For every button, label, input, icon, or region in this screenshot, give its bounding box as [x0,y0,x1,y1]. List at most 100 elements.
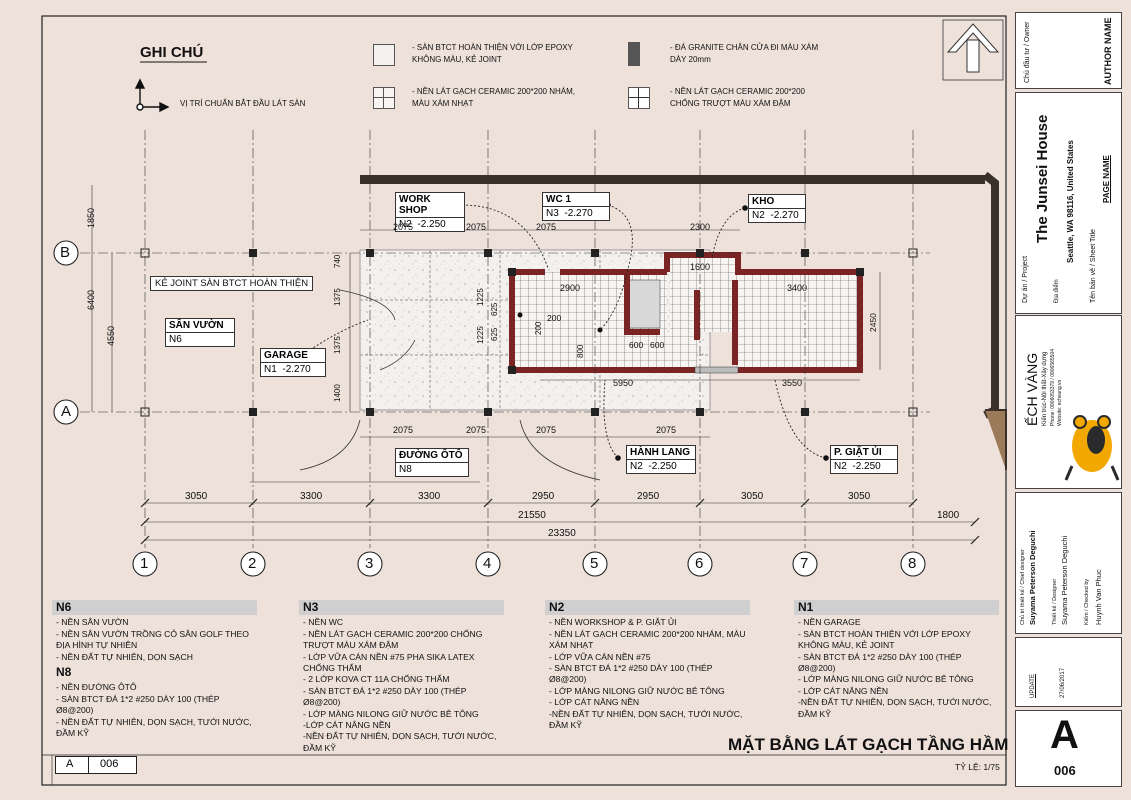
checked-by: Huynh Van Phuc [1094,569,1103,625]
dim-left-3: 4550 [106,325,116,346]
page-name: PAGE NAME [1102,155,1111,203]
legend-granite-swatch [628,42,640,66]
grid-label-2: 2 [248,555,257,572]
dim-bottom-inner-2: 2075 [466,425,487,435]
dim-left-7: 1400 [333,384,342,402]
leader-lines [309,204,827,459]
note-n6-item: - NỀN SÂN VƯỜN TRỒNG CỎ SÂN GOLF THEO ĐỊ… [56,628,249,651]
sheet-ref-letter: A [66,758,74,770]
dim-left-6: 1375 [333,336,342,354]
grid-label-b: B [60,244,71,261]
note-n3-item: -LỚP CÁT NÂNG NỀN [303,720,391,731]
legend-granite: - ĐÁ GRANITE CHÂN CỬA ĐI MÀU XÁM DÀY 20m… [670,43,819,64]
dim-inner-9: 625 [490,327,499,341]
note-n6-item: - NỀN ĐẤT TỰ NHIÊN, DỌN SẠCH [56,651,193,662]
dim-bottom-8: 1800 [937,510,960,521]
note-n3-item: - SÀN BTCT ĐÁ 1*2 #250 DÀY 100 (THÉP Ø8@… [303,685,467,708]
grid-label-8: 8 [908,555,917,572]
chief-label: Chủ trì thiết kế / Chief designer [1020,549,1026,625]
notes-column-4: N1 - NỀN GARAGE - SÀN BTCT HOÀN THIỆN VỚ… [794,600,999,720]
dim-inner-4: 1225 [476,288,485,306]
note-n2-item: - SÀN BTCT ĐÁ 1*2 #250 DÀY 100 (THÉP Ø8@… [549,663,713,685]
dim-bottom-inner-1: 2075 [393,425,414,435]
dim-inner-13: 5950 [613,378,634,388]
dim-bottom-inner-4: 2075 [656,425,677,435]
room-tag-san-vuon: SÂN VƯỜN N6 [165,318,235,347]
company-subtitle: Kiến trúc-Nội thất-Xây dựng [1042,351,1048,426]
note-n6-item: - NỀN SÂN VƯỜN [56,617,129,628]
dim-bottom-3: 3300 [418,491,441,502]
dim-inner-10: 800 [576,344,585,358]
workshop-code: N2 [399,219,412,230]
dim-bottom-2: 3300 [300,491,323,502]
room-tag-wc: WC 1 N3 -2.270 [542,192,610,221]
retaining-wall [360,175,985,184]
grid-label-3: 3 [365,555,374,572]
grid-label-5: 5 [590,555,599,572]
dim-left-2: 6400 [86,289,96,310]
dim-top-3: 2075 [536,222,557,232]
owner-label: Chủ đầu tư / Owner [1024,21,1031,84]
joint-label: KẺ JOINT SÀN BTCT HOÀN THIỆN [150,276,314,291]
project-label: Dự án / Project [1022,255,1029,303]
dim-overall-2: 23350 [548,528,576,539]
drawing-title: MẶT BẰNG LÁT GẠCH TẦNG HẦM [728,735,1009,754]
sheet-letter: A [1050,713,1079,757]
legend-start-point: VỊ TRÍ CHUẨN BẮT ĐẦU LÁT SÀN [180,99,306,108]
location-label: Địa điểm [1054,279,1060,303]
note-n2-item: - LỚP VỮA CÁN NỀN #75 [549,651,651,662]
update-label: UPDATE [1030,674,1036,698]
note-n8-item: - NỀN ĐƯỜNG ÔTÔ [56,682,137,693]
sheet-number: 006 [1054,763,1076,778]
note-n3-item: - NỀN WC [303,617,344,628]
notes-column-2: N3 - NỀN WC - NỀN LÁT GẠCH CERAMIC 200*2… [299,600,504,754]
titleblock-owner: Chủ đầu tư / Owner AUTHOR NAME [1015,12,1122,89]
sheet-ref-number: 006 [100,758,119,770]
dim-overall-1: 21550 [518,510,546,521]
kho-code: N2 [752,210,765,221]
dim-top-2: 2075 [466,222,487,232]
legend-epoxy-swatch [373,44,395,66]
room-tag-kho: KHO N2 -2.270 [748,194,806,223]
duong-oto-code: N8 [399,464,412,475]
dim-bottom-inner-3: 2075 [536,425,557,435]
dim-inner-14: 3550 [782,378,803,388]
note-n1-code: N1 [794,600,999,616]
dim-inner-1: 2900 [560,283,581,293]
grid-label-7: 7 [800,555,809,572]
garage-level: -2.270 [282,364,311,375]
company-phone: Phone: 0906053379 / 0906565504 [1050,348,1056,426]
dim-inner-6: 200 [547,313,562,323]
note-n2-item: -NỀN ĐẤT TỰ NHIÊN, DỌN SẠCH, TƯỚI NƯỚC, … [549,708,743,731]
sheet-title-label: Tên bản vẽ / Sheet Title [1090,229,1097,303]
company-website: Website: echvang.vn [1057,379,1063,426]
room-tag-giat-ui: P. GIẶT ỦI N2 -2.250 [830,445,898,474]
wc-level: -2.270 [564,208,593,219]
dim-top-4: 2300 [690,222,711,232]
note-n1-item: -NỀN ĐẤT TỰ NHIÊN, DỌN SẠCH, TƯỚI NƯỚC, … [798,697,992,719]
giat-ui-level: -2.250 [852,461,881,472]
room-tag-hanh-lang: HÀNH LANG N2 -2.250 [626,445,696,474]
checked-label: Kiểm / Checked by [1084,578,1090,625]
grid-label-6: 6 [695,555,704,572]
start-point-icon [134,78,170,113]
note-n3-item: - LỚP VỮA CÁN NỀN #75 PHA SIKA LATEX CHỐ… [303,651,475,674]
titleblock-project: Dự án / Project The Junsei House Địa điể… [1015,92,1122,314]
note-n6-code: N6 [52,600,257,616]
notes-column-1: N6 - NỀN SÂN VƯỜN - NỀN SÂN VƯỜN TRỒNG C… [52,600,257,739]
grid-lines [80,130,930,548]
note-n8-code: N8 [56,665,72,680]
note-n3-item: - LỚP MÀNG NILONG GIỮ NƯỚC BÊ TÔNG [303,708,479,719]
titleblock-designers: Chủ trì thiết kế / Chief designer Suyama… [1015,492,1122,634]
note-n1-item: - SÀN BTCT ĐÁ 1*2 #250 DÀY 100 (THÉP Ø8@… [798,651,962,674]
note-n1-item: - LỚP CÁT NÂNG NỀN [798,685,889,696]
dim-bottom-5: 2950 [637,491,660,502]
titleblock-company: ẾCH VÀNG Kiến trúc-Nội thất-Xây dựng Pho… [1015,315,1122,489]
note-n2-item: - NỀN LÁT GẠCH CERAMIC 200*200 NHÁM, MÀU… [549,628,746,651]
note-n2-item: - LỚP MÀNG NILONG GIỮ NƯỚC BÊ TÔNG [549,685,725,696]
designer-label: Thiết kế / Designer [1052,578,1058,625]
grid-label-4: 4 [483,555,492,572]
note-n1-item: - SÀN BTCT HOÀN THIỆN VỚI LỚP EPOXY KHÔN… [798,628,971,651]
titleblock-update: UPDATE 27/06/2017 [1015,637,1122,707]
